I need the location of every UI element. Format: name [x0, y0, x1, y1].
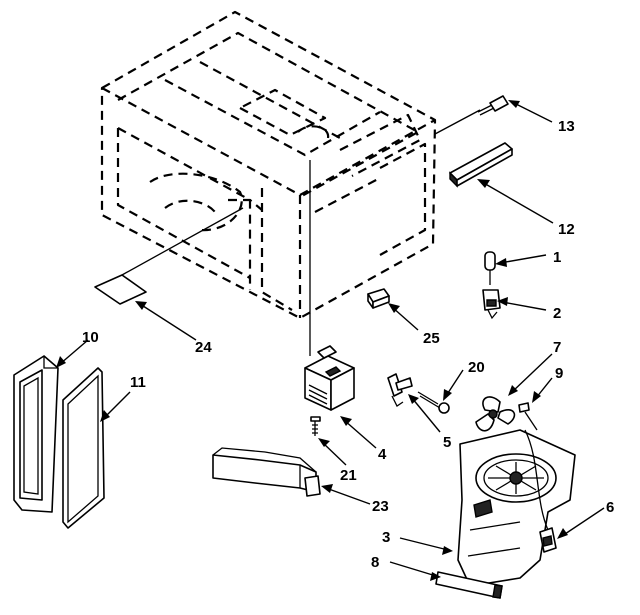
callout-8: 8: [371, 554, 379, 571]
magnetron-4: [304, 160, 355, 411]
callout-10: 10: [82, 329, 99, 346]
callout-1: 1: [553, 249, 561, 266]
plate-24: [94, 207, 244, 305]
microwave-cavity-outline: [100, 10, 437, 320]
door-panel-11: [62, 367, 105, 529]
duct-23: [212, 447, 321, 497]
callout-21: 21: [340, 467, 357, 484]
callout-9: 9: [555, 365, 563, 382]
block-25: [367, 288, 390, 309]
strip-12: [449, 142, 513, 188]
strip-8: [435, 571, 503, 599]
fan-shroud-3: [457, 429, 576, 587]
door-frame-10: [13, 355, 59, 513]
callout-2: 2: [553, 305, 561, 322]
callout-20: 20: [468, 359, 485, 376]
callout-24: 24: [195, 339, 212, 356]
leader-lines: [56, 100, 605, 581]
callout-7: 7: [553, 339, 561, 356]
fuse-1: [484, 251, 496, 285]
screw-13: [477, 95, 509, 116]
connector-6: [524, 429, 557, 553]
callout-6: 6: [606, 499, 614, 516]
callout-11: 11: [130, 374, 146, 391]
screw-9: [518, 402, 538, 431]
callout-25: 25: [423, 330, 440, 347]
fuse-holder-2: [482, 289, 501, 320]
callout-13: 13: [558, 118, 575, 135]
callout-3: 3: [382, 529, 390, 546]
screw-20: [417, 391, 450, 414]
screw-21: [310, 416, 321, 436]
callout-labels: 13 12 1 2 25 24 10 11 20 7 9 5 4 21 23 6…: [82, 118, 614, 571]
callout-23: 23: [372, 498, 389, 515]
fan-blade-7: [475, 396, 516, 432]
bracket-5: [387, 373, 413, 407]
callout-5: 5: [443, 434, 451, 451]
callout-12: 12: [558, 221, 575, 238]
callout-4: 4: [378, 446, 387, 463]
